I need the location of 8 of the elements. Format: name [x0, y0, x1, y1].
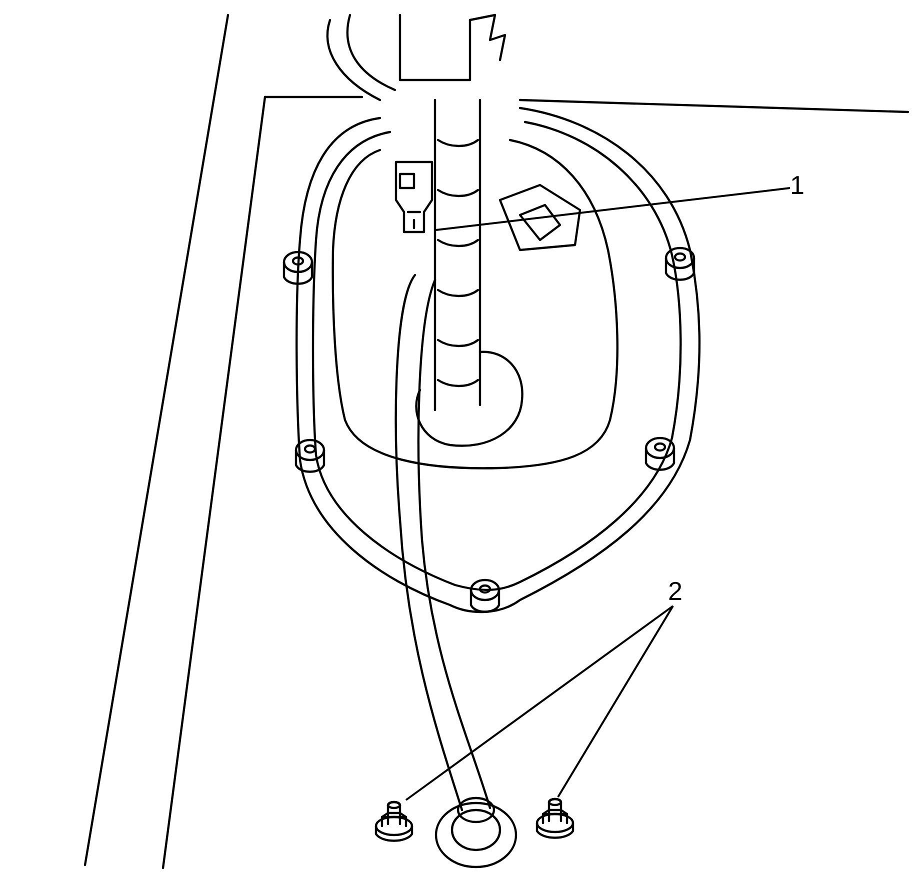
leader-line	[557, 605, 674, 798]
leader-line	[405, 605, 674, 801]
callout-number: 2	[668, 576, 686, 606]
leader-line	[436, 187, 790, 231]
nut-drawing	[374, 800, 414, 844]
connector-drawing	[392, 160, 436, 234]
callout-number: 1	[790, 170, 808, 200]
nut-drawing	[535, 797, 575, 841]
